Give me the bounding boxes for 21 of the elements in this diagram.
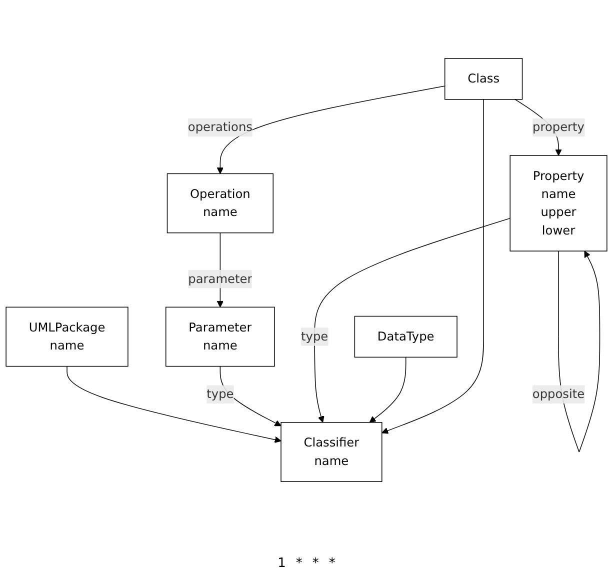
edge-label: property [532, 120, 584, 134]
edge-label: opposite [532, 386, 585, 402]
node-box: DataType [354, 316, 458, 358]
multiplicity-label: * [328, 556, 336, 571]
node-box: Class [444, 58, 523, 100]
multiplicity-label: 1 [278, 556, 286, 571]
arrow [369, 356, 406, 423]
edge-label: operations [188, 120, 252, 134]
node-box: Parameter name [166, 306, 275, 367]
arrow [382, 99, 484, 434]
node-box: Classifier name [280, 422, 382, 482]
arrow [216, 86, 446, 174]
arrow [314, 218, 510, 423]
multiplicity-label: * [296, 556, 302, 571]
node-box: Operation name [166, 173, 274, 234]
multiplicity-label: * [312, 556, 319, 571]
edge-label: type [206, 386, 234, 402]
edge-label: parameter [188, 272, 252, 286]
node-box: UMLPackage name [6, 306, 128, 367]
edge-label: type [301, 329, 328, 344]
node-box: Property name upper lower [510, 155, 608, 252]
